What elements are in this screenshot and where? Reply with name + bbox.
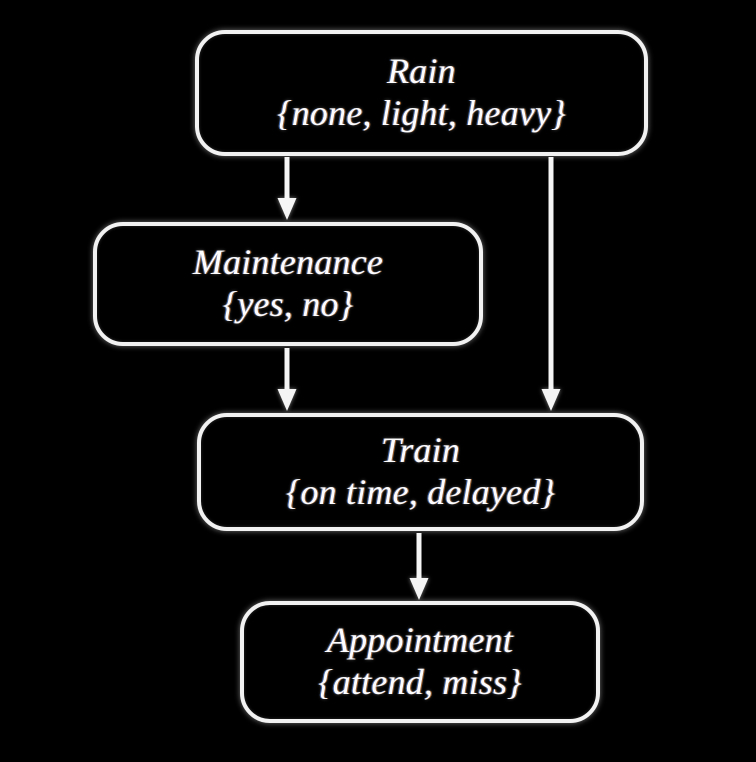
node-rain-states: {none, light, heavy} xyxy=(277,93,566,133)
node-train[interactable]: Train {on time, delayed} xyxy=(197,413,644,531)
node-rain-label: Rain xyxy=(387,51,456,92)
node-maintenance-states: {yes, no} xyxy=(222,284,354,324)
node-maintenance[interactable]: Maintenance {yes, no} xyxy=(93,222,483,346)
node-train-states: {on time, delayed} xyxy=(285,472,556,512)
node-train-label: Train xyxy=(380,430,461,471)
node-appointment-states: {attend, miss} xyxy=(318,662,522,702)
node-maintenance-label: Maintenance xyxy=(192,242,384,283)
node-appointment[interactable]: Appointment {attend, miss} xyxy=(240,601,600,723)
node-appointment-label: Appointment xyxy=(326,620,514,661)
node-rain[interactable]: Rain {none, light, heavy} xyxy=(195,30,648,156)
